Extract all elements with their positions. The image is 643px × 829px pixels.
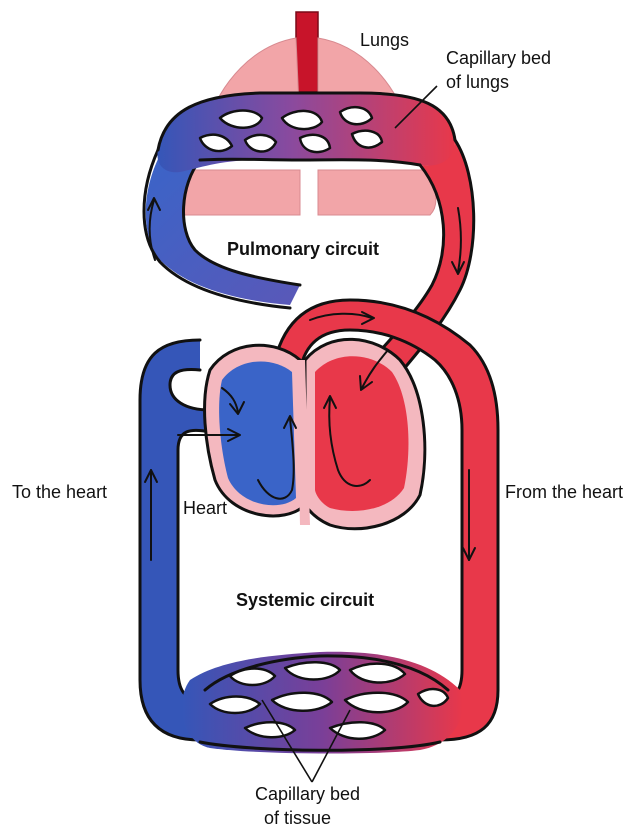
label-systemic-circuit: Systemic circuit (236, 590, 374, 610)
label-heart: Heart (183, 498, 227, 518)
trachea (296, 12, 318, 92)
label-capillary-bed-lungs-line1: Capillary bed (446, 48, 551, 68)
label-lungs: Lungs (360, 30, 409, 50)
label-capillary-bed-tissue-line1: Capillary bed (255, 784, 360, 804)
label-capillary-bed-tissue-line2: of tissue (264, 808, 331, 828)
label-pulmonary-circuit: Pulmonary circuit (227, 239, 379, 259)
label-to-the-heart: To the heart (12, 482, 107, 502)
label-from-the-heart: From the heart (505, 482, 623, 502)
label-capillary-bed-lungs-line2: of lungs (446, 72, 509, 92)
